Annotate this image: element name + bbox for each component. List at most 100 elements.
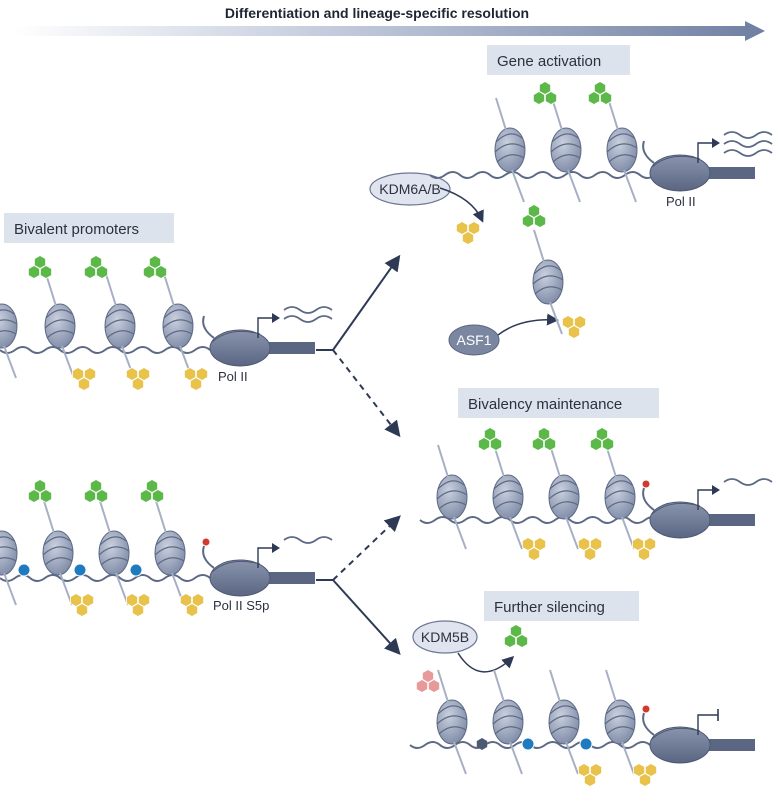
yellow-mark-removed-kdm6-hex xyxy=(455,221,469,235)
tss-activation-rna xyxy=(723,149,773,157)
nucleosome-bivalent-upper-wrap2 xyxy=(162,319,194,329)
nucleosome-activation-core xyxy=(606,127,638,173)
nucleosome-maintenance-tail-up xyxy=(549,444,561,478)
nucleosome-silencing-wrap3 xyxy=(606,726,635,735)
enzyme-kdm5b: KDM5B xyxy=(412,620,478,654)
polymerase-maintenance xyxy=(642,480,755,539)
pink-mark-silencing-hex xyxy=(421,669,435,683)
nucleosome-bivalent-upper xyxy=(104,273,136,379)
green-mark-evicted-hex xyxy=(534,214,546,228)
nucleosome-activation-core xyxy=(550,127,582,173)
green-mark-activation-hex xyxy=(539,81,551,95)
tss-bivalent-lower-head xyxy=(272,543,280,553)
nucleosome-maintenance-core xyxy=(492,474,524,520)
nucleosome-activation-core xyxy=(494,127,526,173)
yellow-mark-bivalent-lower-hex xyxy=(131,603,145,617)
enzyme-kdm6ab-label: KDM6A/B xyxy=(379,181,440,197)
tss-bivalent-upper-stem xyxy=(257,317,278,338)
nucleosome-bivalent-lower xyxy=(42,500,74,606)
enzyme-asf1-label: ASF1 xyxy=(456,332,491,348)
nucleosome-activation-tail-up xyxy=(495,97,507,131)
nucleosome-activation-tail-up xyxy=(607,97,619,131)
nucleosome-silencing-wrap2 xyxy=(436,715,468,725)
green-mark-evicted xyxy=(522,204,546,228)
nucleosome-maintenance-wrap1 xyxy=(605,480,633,490)
yellow-mark-silencing-hex xyxy=(590,763,602,777)
nucleosome-silencing-tail-down xyxy=(453,741,467,775)
tss-bivalent-lower-stem xyxy=(257,547,278,568)
header-arrow xyxy=(12,21,765,41)
nucleosome-bivalent-lower-tail-down xyxy=(3,572,17,606)
tss-maintenance-stem xyxy=(697,489,718,510)
polymerase-silencing-core xyxy=(649,726,711,764)
green-mark-bivalent-upper-hex xyxy=(34,255,46,269)
yellow-mark-maintenance-hex xyxy=(522,537,534,551)
nucleosome-evicted-tail-up xyxy=(533,229,545,263)
yellow-mark-bivalent-upper-hex xyxy=(131,377,145,391)
nucleosome-maintenance-tail-up xyxy=(437,444,449,478)
green-mark-maintenance-hex xyxy=(596,427,608,441)
green-mark-activation-hex xyxy=(533,91,545,105)
nucleosome-bivalent-lower xyxy=(0,530,18,606)
nucleosome-silencing-wrap1 xyxy=(549,705,577,715)
tss-maintenance-rna xyxy=(723,478,773,486)
yellow-mark-bivalent-upper-hex xyxy=(183,367,197,381)
green-mark-bivalent-lower-hex xyxy=(96,489,108,503)
nucleosome-bivalent-upper-wrap3 xyxy=(106,330,135,339)
polymerase-activation-core xyxy=(649,154,711,192)
chromatin-art xyxy=(0,81,773,787)
nucleosome-maintenance-wrap3 xyxy=(606,501,635,510)
nucleosome-silencing xyxy=(492,669,524,775)
yellow-mark-asf1-hex xyxy=(568,325,580,339)
tss-activation xyxy=(697,131,773,163)
polymerase-bivalent-upper-fold xyxy=(211,330,261,343)
label-bivalency-maintenance: Bivalency maintenance xyxy=(458,388,659,418)
label-gene-activation-text: Gene activation xyxy=(497,53,601,70)
yellow-mark-silencing xyxy=(578,763,602,787)
label-further-silencing-text: Further silencing xyxy=(494,599,605,616)
yellow-mark-bivalent-lower-hex xyxy=(126,593,139,607)
yellow-mark-silencing-hex xyxy=(584,773,596,787)
yellow-mark-bivalent-lower-hex xyxy=(185,603,199,617)
nucleosome-silencing-tail-up xyxy=(493,669,505,703)
pink-mark-silencing-hex xyxy=(415,679,429,693)
nucleosome-evicted-wrap2 xyxy=(532,275,564,285)
dna-row-maintenance xyxy=(419,516,691,524)
nucleosome-maintenance-tail-down xyxy=(453,516,467,550)
yellow-mark-silencing xyxy=(633,763,657,787)
enzyme-asf1: ASF1 xyxy=(448,324,500,356)
green-mark-bivalent-upper-hex xyxy=(90,255,102,269)
polymerase-bivalent-lower-fold xyxy=(211,560,261,573)
nucleosome-bivalent-lower-wrap2 xyxy=(42,546,74,556)
nucleosome-maintenance-tail-down xyxy=(509,516,523,550)
nucleosome-maintenance xyxy=(492,444,524,550)
nucleosome-maintenance-wrap1 xyxy=(437,480,465,490)
nucleosome-silencing-core xyxy=(492,699,524,745)
nucleosome-activation-wrap2 xyxy=(550,143,582,153)
nucleosome-silencing-wrap3 xyxy=(550,726,579,735)
nucleosome-bivalent-upper-wrap3 xyxy=(164,330,193,339)
green-mark-maintenance-hex xyxy=(544,437,556,451)
polymerase-activation-fold xyxy=(651,155,701,168)
nucleosome-bivalent-upper-wrap2 xyxy=(44,319,76,329)
nucleosome-silencing-tail-up xyxy=(605,669,617,703)
nucleosome-maintenance-wrap2 xyxy=(436,490,468,500)
polymerase-bivalent-lower-s5p-dot xyxy=(202,538,210,546)
kdm5b-arrow xyxy=(457,652,515,673)
polymerase-bivalent-upper-ctd xyxy=(202,315,215,339)
polymerase-activation xyxy=(642,140,755,192)
green-mark-activation xyxy=(533,81,557,105)
nucleosome-maintenance-wrap1 xyxy=(549,480,577,490)
pol2-s5p-label: Pol II S5p xyxy=(213,598,269,613)
label-gene-activation: Gene activation xyxy=(487,45,630,75)
green-mark-kdm5b-hex xyxy=(509,624,522,638)
pol2-label-upper-left: Pol II xyxy=(218,369,248,384)
yellow-mark-silencing-hex xyxy=(645,763,657,777)
pol2-label-activation: Pol II xyxy=(666,194,696,209)
nucleosome-bivalent-lower-core xyxy=(154,530,186,576)
nucleosome-silencing-core xyxy=(436,699,468,745)
nucleosome-bivalent-lower-wrap2 xyxy=(154,546,186,556)
nucleosome-silencing xyxy=(436,669,468,775)
green-mark-bivalent-lower-hex xyxy=(151,489,165,503)
yellow-mark-removed-kdm6-hex xyxy=(461,231,475,245)
